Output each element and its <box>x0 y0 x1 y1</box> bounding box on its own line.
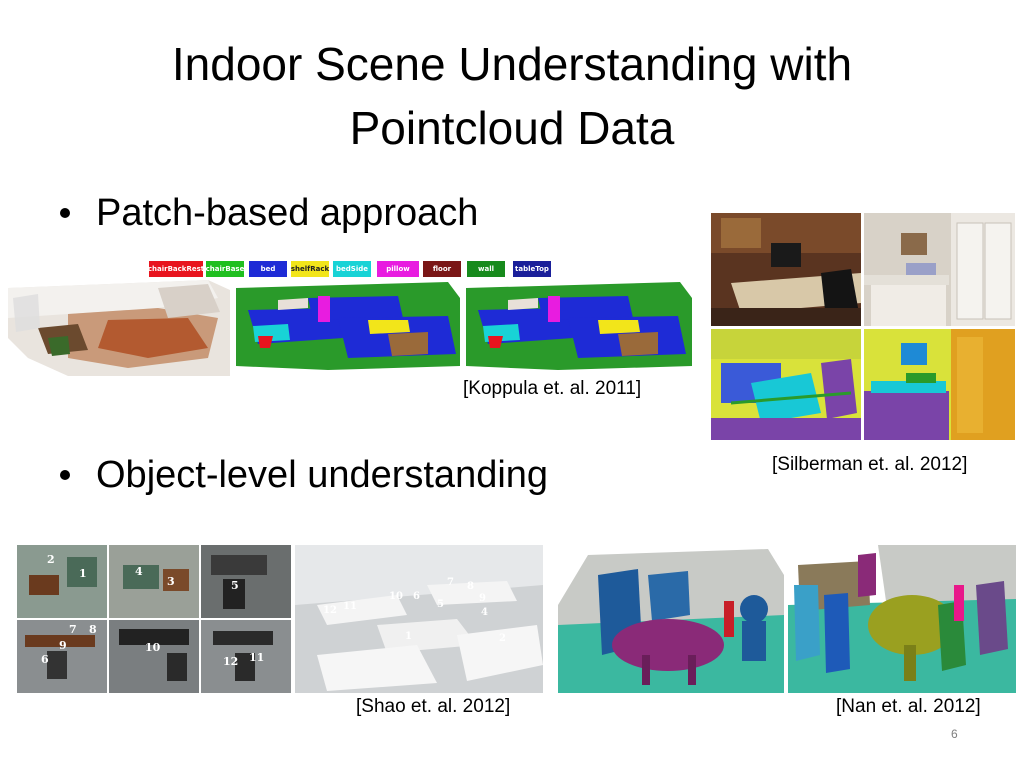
segmented-office <box>711 329 861 440</box>
shao-label: 6 <box>41 653 49 666</box>
silberman-rgbd-figure <box>711 213 1015 440</box>
nan-scene-right <box>788 545 1016 693</box>
shao-label: 5 <box>437 599 444 610</box>
nan-scene-left <box>558 545 784 693</box>
shao-scene-figure: 2 1 4 3 5 7 8 9 6 10 12 11 7 8 9 10 6 5 … <box>17 545 543 693</box>
legend-chair-back-rest: chairBackRest <box>148 260 204 278</box>
bathroom-photo <box>864 213 1015 326</box>
citation-nan: [Nan et. al. 2012] <box>836 696 981 717</box>
office-photo <box>711 213 861 326</box>
shao-label: 9 <box>479 593 486 604</box>
shao-label: 3 <box>167 575 175 588</box>
shao-label: 2 <box>499 633 506 644</box>
shao-label: 10 <box>145 641 161 654</box>
raw-pointcloud-panel <box>8 280 230 376</box>
shao-label: 9 <box>59 639 67 652</box>
segmented-pointcloud-panel-2 <box>466 282 692 370</box>
shao-label: 8 <box>467 581 474 592</box>
citation-shao: [Shao et. al. 2012] <box>356 696 511 717</box>
bullet-dot-icon <box>60 470 70 480</box>
shao-label: 11 <box>249 651 264 664</box>
shao-photo-grid <box>17 545 291 693</box>
bullet-text: Patch-based approach <box>96 192 479 234</box>
shao-label: 7 <box>447 577 454 588</box>
legend-bed-side: bedSide <box>332 260 372 278</box>
legend-bed: bed <box>248 260 288 278</box>
citation-koppula: [Koppula et. al. 2011] <box>463 378 642 399</box>
shao-label: 1 <box>405 631 412 642</box>
legend-wall: wall <box>466 260 506 278</box>
shao-label: 8 <box>89 623 97 636</box>
legend-table-top: tableTop <box>512 260 552 278</box>
shao-label: 1 <box>79 567 87 580</box>
shao-left-labels: 2 1 4 3 5 7 8 9 6 10 12 11 <box>41 553 264 668</box>
legend-chair-base: chairBase <box>205 260 245 278</box>
legend-shelf-rack: shelfRack <box>290 260 330 278</box>
segmented-pointcloud-panel-1 <box>236 282 460 370</box>
koppula-pointcloud-figure: chairBackRest chairBase bed shelfRack be… <box>8 258 692 380</box>
slide-title: Indoor Scene Understanding with Pointclo… <box>171 38 853 154</box>
shao-label: 4 <box>481 607 488 618</box>
legend-pillow: pillow <box>376 260 420 278</box>
shao-label: 6 <box>413 591 420 602</box>
bullet-patch-based: Patch-based approach <box>60 190 478 236</box>
nan-segmentation-figure <box>558 545 1016 693</box>
legend-floor: floor <box>422 260 462 278</box>
bullet-dot-icon <box>60 208 70 218</box>
citation-silberman: [Silberman et. al. 2012] <box>772 454 968 475</box>
shao-label: 2 <box>47 553 55 566</box>
page-number: 6 <box>951 727 958 741</box>
shao-label: 12 <box>223 655 238 668</box>
shao-3d-render <box>295 545 543 693</box>
shao-label: 5 <box>231 579 239 592</box>
shao-label: 11 <box>343 601 357 612</box>
shao-label: 10 <box>389 591 403 602</box>
shao-label: 12 <box>323 605 337 616</box>
bullet-object-level: Object-level understanding <box>60 452 548 498</box>
segmented-bathroom <box>864 329 1015 440</box>
bullet-text: Object-level understanding <box>96 454 549 496</box>
shao-label: 4 <box>135 565 143 578</box>
shao-label: 7 <box>69 623 77 636</box>
shao-right-labels: 7 8 9 10 6 5 4 12 11 1 2 <box>323 577 506 644</box>
